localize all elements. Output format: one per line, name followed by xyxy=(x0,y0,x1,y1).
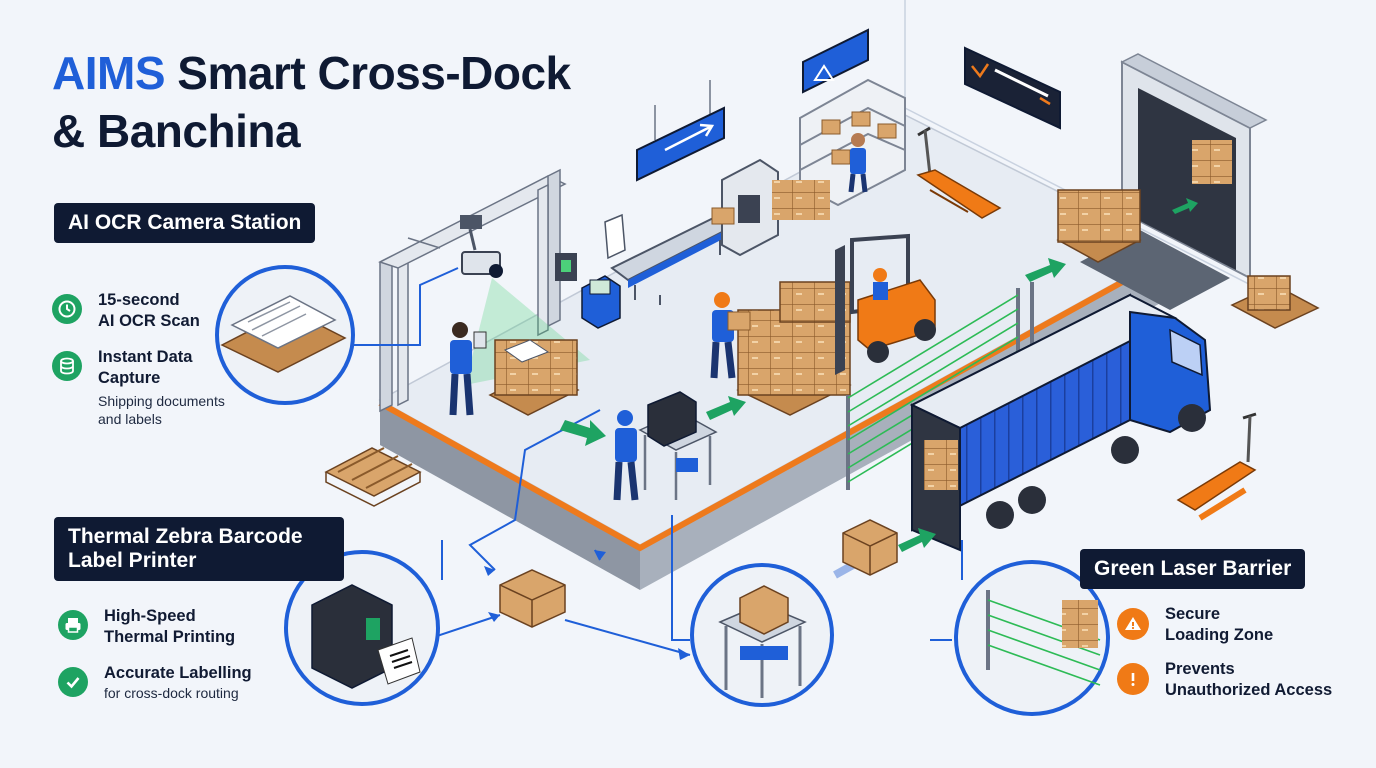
printer-feature-speed: High-Speed Thermal Printing xyxy=(58,606,235,648)
printer-label-line1: Thermal Zebra Barcode xyxy=(68,525,303,548)
loose-pallet xyxy=(324,447,422,507)
zoom-ocr xyxy=(215,265,355,405)
overhead-signs xyxy=(636,28,1061,182)
laser-feature-secure: Secure Loading Zone xyxy=(1117,604,1273,646)
printer-labelling-sub: for cross-dock routing xyxy=(104,685,239,701)
floating-boxes xyxy=(499,519,898,628)
kiosk xyxy=(555,213,626,329)
ocr-capture-line2: Capture xyxy=(98,369,161,387)
forklift xyxy=(835,233,936,375)
worker-carrying xyxy=(710,292,751,379)
pallet-jack-back xyxy=(916,126,1002,219)
printer-label: Thermal Zebra Barcode Label Printer xyxy=(54,517,344,581)
title-line2: & Banchina xyxy=(52,105,301,157)
dock-door xyxy=(1080,53,1268,310)
laser-access-line2: Unauthorized Access xyxy=(1165,681,1333,699)
laser-secure-line1: Secure xyxy=(1165,605,1221,623)
zoom-laser xyxy=(954,560,1110,716)
flow-lines xyxy=(340,267,963,656)
alert-icon xyxy=(1117,663,1149,695)
pallet-jack-front xyxy=(1176,412,1257,521)
ocr-scan-line2: AI OCR Scan xyxy=(98,312,200,330)
clock-icon xyxy=(52,294,82,324)
laser-label: Green Laser Barrier xyxy=(1080,549,1306,589)
ocr-capture-sub1: Shipping documents xyxy=(98,393,225,409)
database-icon xyxy=(52,351,82,381)
ocr-feature-capture: Instant Data Capture Shipping documents … xyxy=(52,347,225,428)
printer-label-line2: Label Printer xyxy=(68,549,197,572)
printer-feature-labelling: Accurate Labelling for cross-dock routin… xyxy=(58,663,252,702)
staged-pallets xyxy=(1056,189,1320,329)
conveyor-scanner xyxy=(610,158,830,305)
truck xyxy=(909,293,1212,552)
title-line1: Smart Cross-Dock xyxy=(165,47,571,99)
ocr-scan-line1: 15-second xyxy=(98,291,180,309)
printer-speed-line1: High-Speed xyxy=(104,607,196,625)
ocr-capture-line1: Instant Data xyxy=(98,348,193,366)
worker-shelf xyxy=(848,133,868,193)
ocr-capture-sub2: and labels xyxy=(98,411,162,427)
printer-speed-line2: Thermal Printing xyxy=(104,628,236,646)
check-icon xyxy=(58,667,88,697)
zoom-cart xyxy=(690,563,834,707)
printer-labelling-line1: Accurate Labelling xyxy=(104,664,252,682)
zoom-printer xyxy=(284,550,440,706)
green-arrows xyxy=(560,198,1198,552)
ocr-pallet xyxy=(488,339,580,416)
laser-secure-line2: Loading Zone xyxy=(1165,626,1274,644)
laser-feature-access: Prevents Unauthorized Access xyxy=(1117,659,1332,701)
page-title: AIMS Smart Cross-Dock & Banchina xyxy=(52,44,571,160)
worker-tablet xyxy=(449,322,487,416)
title-brand: AIMS xyxy=(52,47,166,99)
printer-station xyxy=(613,391,718,501)
printer-icon xyxy=(58,610,88,640)
flow-arrowheads xyxy=(484,550,690,660)
warning-icon xyxy=(1117,608,1149,640)
laser-access-line1: Prevents xyxy=(1165,660,1235,678)
ocr-station-label: AI OCR Camera Station xyxy=(54,203,316,243)
ocr-feature-scan: 15-second AI OCR Scan xyxy=(52,290,200,332)
